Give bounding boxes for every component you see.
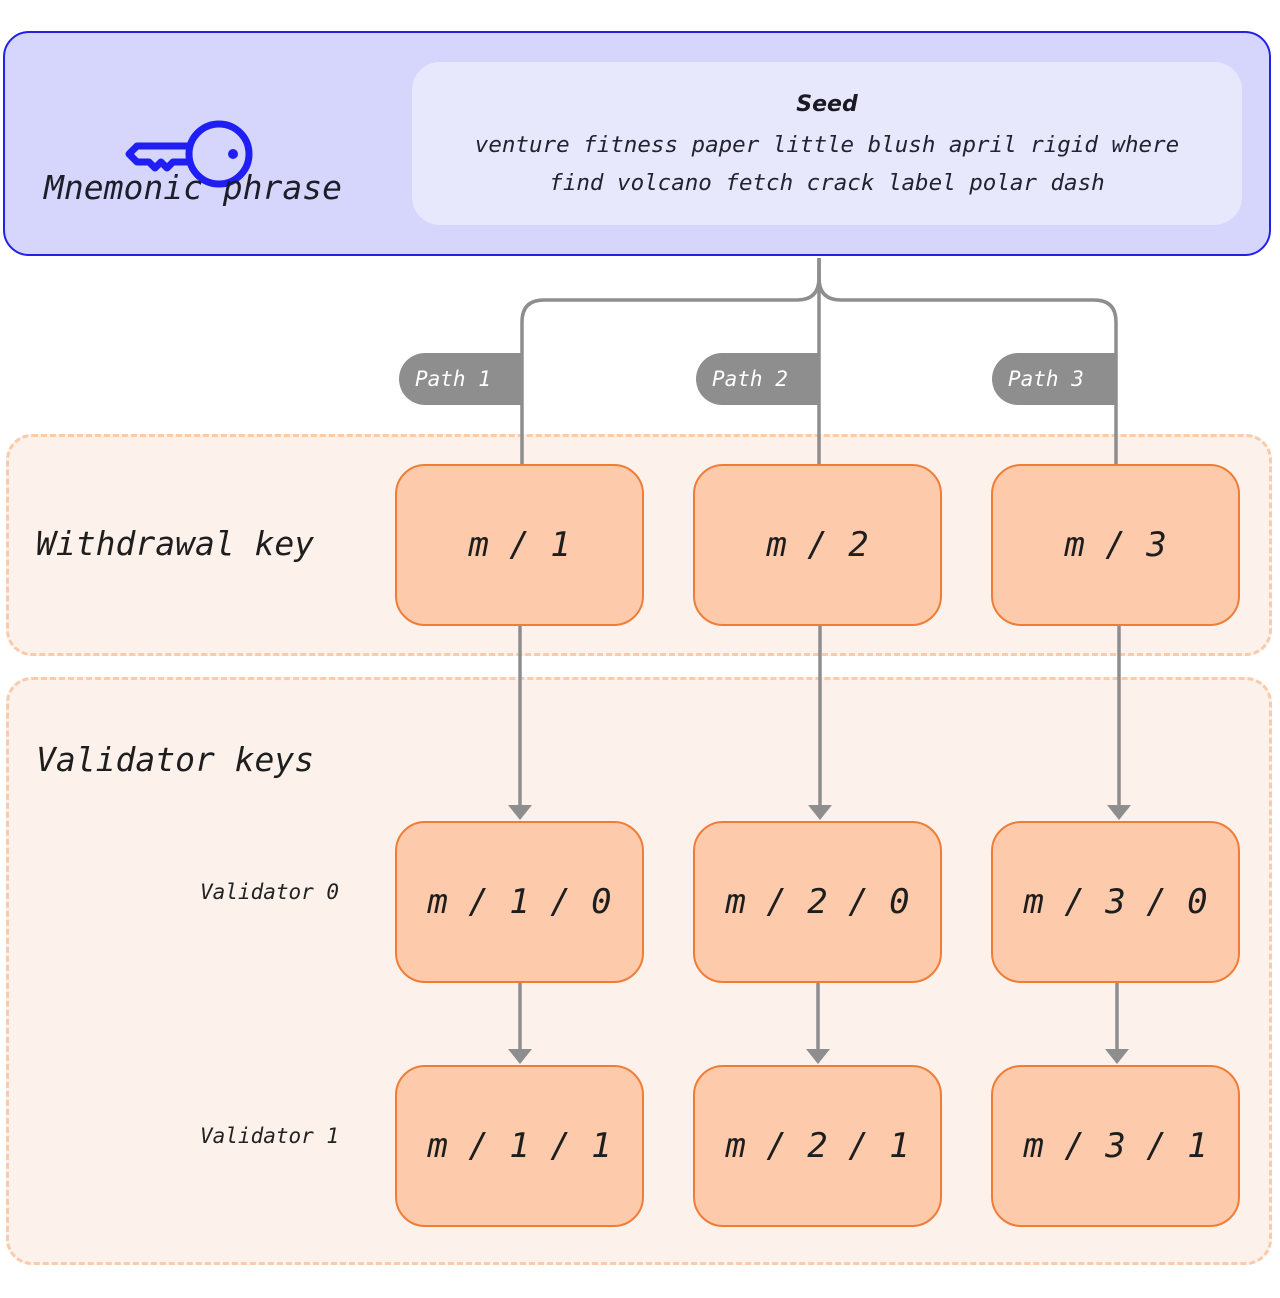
validator-0-node-3: m / 3 / 0 bbox=[991, 821, 1240, 983]
withdrawal-key-label: Withdrawal key bbox=[36, 524, 315, 563]
path-tag-3: Path 3 bbox=[992, 353, 1115, 405]
validator-1-node-3: m / 3 / 1 bbox=[991, 1065, 1240, 1227]
withdrawal-node-3: m / 3 bbox=[991, 464, 1240, 626]
validator-1-label: Validator 1 bbox=[200, 1124, 340, 1148]
validator-1-node-1: m / 1 / 1 bbox=[395, 1065, 644, 1227]
mnemonic-phrase-label: Mnemonic phrase bbox=[44, 168, 343, 207]
path-tag-1: Path 1 bbox=[399, 353, 522, 405]
path-tag-2: Path 2 bbox=[696, 353, 819, 405]
seed-words-line-2: find volcano fetch crack label polar das… bbox=[549, 170, 1105, 196]
withdrawal-node-2: m / 2 bbox=[693, 464, 942, 626]
validator-0-node-2: m / 2 / 0 bbox=[693, 821, 942, 983]
validator-0-label: Validator 0 bbox=[200, 880, 340, 904]
seed-title: Seed bbox=[796, 92, 858, 117]
validator-1-node-2: m / 2 / 1 bbox=[693, 1065, 942, 1227]
withdrawal-node-1: m / 1 bbox=[395, 464, 644, 626]
validator-0-node-1: m / 1 / 0 bbox=[395, 821, 644, 983]
seed-box: Seed venture fitness paper little blush … bbox=[412, 62, 1242, 225]
seed-words-line-1: venture fitness paper little blush april… bbox=[474, 132, 1180, 158]
key-icon bbox=[125, 120, 253, 188]
validator-keys-label: Validator keys bbox=[36, 740, 315, 779]
